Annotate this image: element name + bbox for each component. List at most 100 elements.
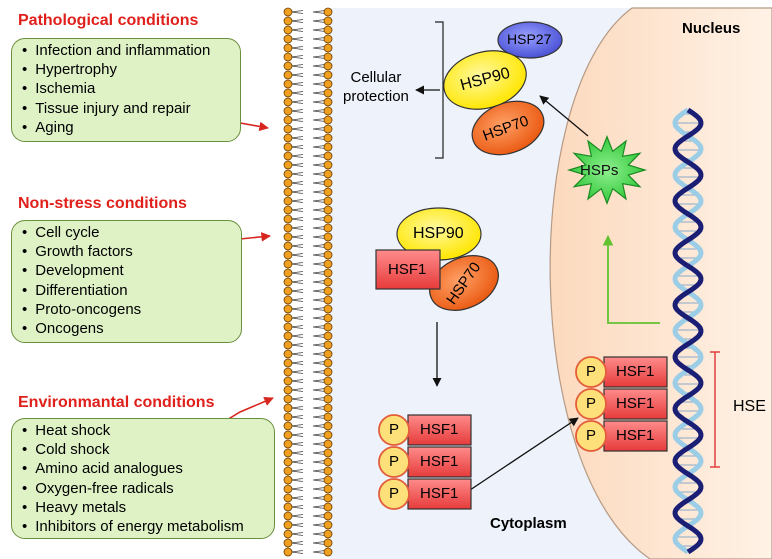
lipid-head <box>323 358 333 368</box>
lipid-head <box>283 430 293 440</box>
phospho-hsf1-trimers <box>378 356 668 510</box>
lipid-head <box>283 7 293 17</box>
lipid-head <box>323 277 333 287</box>
cytoplasmic-trimer-hsf1-box <box>407 414 472 446</box>
lipid-head <box>283 214 293 224</box>
lipid-head <box>283 421 293 431</box>
lipid-head <box>283 52 293 62</box>
lipid-head <box>283 160 293 170</box>
lipid-head <box>323 61 333 71</box>
nuclear-trimer-phospho-circle <box>575 388 607 420</box>
nuclear-trimer-hsf1-box <box>603 356 668 388</box>
lipid-head <box>323 169 333 179</box>
lipid-head <box>323 268 333 278</box>
lipid-head <box>323 7 333 17</box>
lipid-head <box>323 160 333 170</box>
heading-nonstress: Non-stress conditions <box>18 195 187 212</box>
cellular-protection-label: Cellular protection <box>343 69 409 105</box>
lipid-head <box>323 115 333 125</box>
inactive-hsf1-complex <box>375 207 499 311</box>
lipid-head <box>323 25 333 35</box>
cytoplasmic-trimer-phospho-circle <box>378 414 410 446</box>
lipid-head <box>323 151 333 161</box>
lipid-head <box>283 196 293 206</box>
lipid-head <box>283 286 293 296</box>
lipid-head <box>323 97 333 107</box>
lipid-head <box>283 457 293 467</box>
lipid-head <box>323 250 333 260</box>
lipid-head <box>323 214 333 224</box>
condition-item: Heat shock <box>22 421 274 440</box>
cytoplasmic-trimer-hsf1-box <box>407 478 472 510</box>
lipid-head <box>283 115 293 125</box>
lipid-head <box>283 142 293 152</box>
transcription-arrow <box>602 234 660 324</box>
lipid-head <box>323 304 333 314</box>
hsp27-ellipse <box>497 21 563 59</box>
lipid-head <box>283 394 293 404</box>
lipid-head <box>283 547 293 557</box>
phospho-label: P <box>389 453 400 470</box>
lipid-head <box>323 547 333 557</box>
lipid-head <box>283 502 293 512</box>
lipid-head <box>323 133 333 143</box>
cytoplasmic-trimer-phospho-circle <box>378 478 410 510</box>
lipid-head <box>283 16 293 26</box>
condition-item: Proto-oncogens <box>22 300 241 319</box>
lipid-head <box>283 448 293 458</box>
lipid-head <box>323 529 333 539</box>
lipid-head <box>283 268 293 278</box>
lipid-head <box>323 385 333 395</box>
lipid-head <box>323 349 333 359</box>
lipid-head <box>283 385 293 395</box>
lipid-head <box>283 340 293 350</box>
lipid-head <box>283 511 293 521</box>
hsf1-box-inactive <box>375 249 441 290</box>
lipid-head <box>323 43 333 53</box>
lipid-head <box>283 232 293 242</box>
panel-pathological: Infection and inflammation Hypertrophy I… <box>11 38 241 142</box>
lipid-head <box>283 124 293 134</box>
lipid-head <box>323 106 333 116</box>
hsps-star <box>566 134 648 206</box>
arrow-translocation <box>469 417 579 491</box>
lipid-head <box>323 331 333 341</box>
lipid-head <box>323 421 333 431</box>
lipid-head <box>283 367 293 377</box>
cytoplasmic-trimer-hsf1-box <box>407 446 472 478</box>
condition-item: Tissue injury and repair <box>22 99 240 118</box>
hsf1-label: HSF1 <box>616 427 655 444</box>
lipid-head <box>323 448 333 458</box>
hsf1-label: HSF1 <box>420 421 459 438</box>
lipid-head <box>323 142 333 152</box>
nuclear-trimer-phospho-circle <box>575 356 607 388</box>
condition-item: Ischemia <box>22 79 240 98</box>
condition-item: Development <box>22 261 241 280</box>
lipid-head <box>323 412 333 422</box>
condition-item: Heavy metals <box>22 498 274 517</box>
lipid-head <box>323 439 333 449</box>
lipid-head <box>323 502 333 512</box>
lipid-head <box>323 511 333 521</box>
lipid-head <box>323 313 333 323</box>
lipid-head <box>323 466 333 476</box>
nuclear-trimer-phospho-circle <box>575 420 607 452</box>
phospho-label: P <box>389 485 400 502</box>
condition-item: Cell cycle <box>22 223 241 242</box>
lipid-head <box>323 259 333 269</box>
lipid-head <box>323 52 333 62</box>
complex-bracket <box>435 21 444 159</box>
heading-pathological: Pathological conditions <box>18 12 199 29</box>
condition-item: Infection and inflammation <box>22 41 240 60</box>
lipid-head <box>323 538 333 548</box>
panel-environmental: Heat shock Cold shock Amino acid analogu… <box>11 418 275 539</box>
lipid-head <box>283 538 293 548</box>
condition-item: Oncogens <box>22 319 241 338</box>
lipid-head <box>283 43 293 53</box>
lipid-head <box>323 403 333 413</box>
lipid-head <box>323 223 333 233</box>
phospho-label: P <box>586 395 597 412</box>
hsf1-label: HSF1 <box>616 363 655 380</box>
lipid-head <box>283 331 293 341</box>
condition-item: Differentiation <box>22 281 241 300</box>
